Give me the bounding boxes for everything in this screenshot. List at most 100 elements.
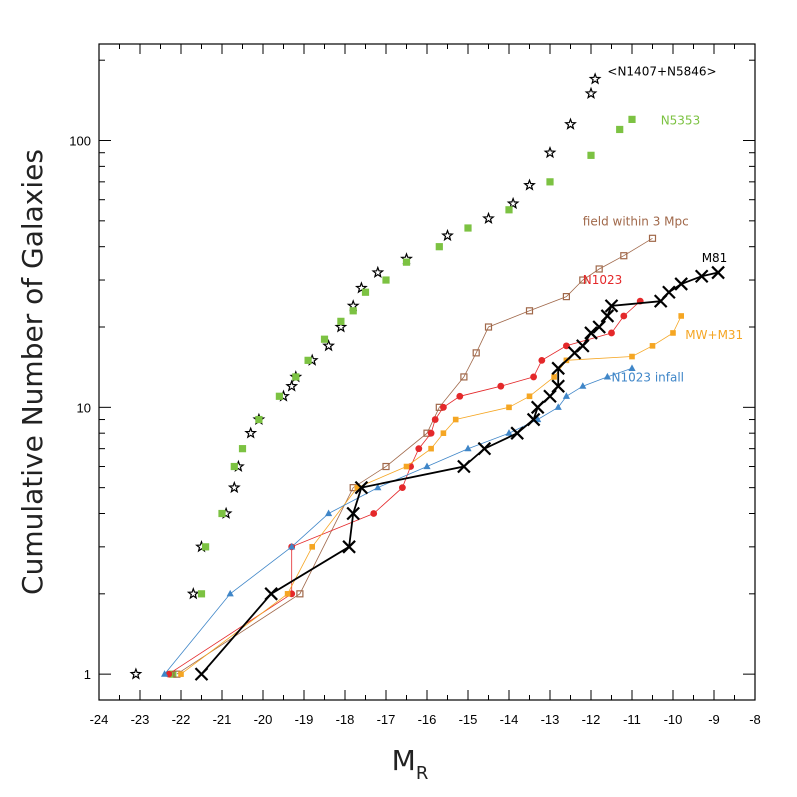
- data-point: [477, 441, 492, 456]
- x-tick-label: -23: [131, 712, 150, 727]
- data-point: [525, 307, 534, 315]
- data-point: [320, 335, 329, 343]
- data-point: [244, 426, 258, 439]
- data-point: [616, 125, 624, 134]
- data-point: [564, 117, 577, 130]
- x-tick-label: -14: [500, 712, 519, 727]
- data-point: [161, 670, 169, 677]
- data-point: [334, 320, 348, 333]
- data-point: [562, 293, 571, 301]
- data-point: [620, 252, 628, 260]
- data-point: [587, 151, 595, 159]
- x-tick-label: -11: [623, 712, 641, 727]
- data-point: [551, 379, 565, 393]
- series-label: <N1407+N5846>: [607, 65, 716, 79]
- data-point: [402, 258, 411, 266]
- x-tick-label: -8: [749, 712, 761, 727]
- data-point: [497, 382, 505, 390]
- data-point: [505, 206, 513, 214]
- data-point: [354, 480, 369, 495]
- data-point: [370, 510, 378, 517]
- series-5: [161, 364, 636, 677]
- data-point: [288, 542, 296, 550]
- data-point: [354, 484, 361, 491]
- data-point: [349, 307, 357, 315]
- x-tick-label: -9: [708, 712, 720, 727]
- data-point: [440, 430, 447, 436]
- data-point: [484, 323, 493, 331]
- data-point: [588, 72, 602, 85]
- data-point: [530, 400, 545, 415]
- data-point: [584, 86, 598, 100]
- data-point: [608, 329, 615, 337]
- data-point: [186, 587, 200, 600]
- data-point: [456, 392, 464, 400]
- data-point: [510, 426, 524, 440]
- x-tick-label: -16: [418, 712, 437, 727]
- data-point: [382, 462, 390, 471]
- data-point: [354, 281, 368, 294]
- x-tick-label: -15: [459, 712, 478, 727]
- series-label: N5353: [661, 113, 701, 127]
- data-point: [506, 196, 520, 210]
- data-point: [296, 590, 304, 598]
- series-3: [165, 297, 644, 678]
- data-point: [694, 269, 709, 284]
- data-point: [218, 509, 226, 518]
- data-point: [600, 309, 615, 323]
- axes: -24-23-22-21-20-19-18-17-16-15-14-13-12-…: [69, 44, 761, 727]
- series-line: [164, 367, 633, 675]
- data-point: [346, 506, 360, 521]
- data-point: [604, 299, 619, 313]
- data-point: [628, 115, 636, 123]
- y-tick-label: 1: [84, 667, 91, 682]
- data-point: [711, 265, 725, 280]
- x-axis-title-main: M: [392, 744, 416, 777]
- data-point: [304, 356, 312, 364]
- series-layer: [129, 72, 725, 681]
- data-point: [562, 392, 570, 399]
- data-point: [649, 343, 656, 349]
- y-tick-label: 100: [69, 134, 91, 149]
- labels-layer: <N1407+N5846> N5353 field within 3 MpcN102…: [583, 65, 743, 385]
- x-axis-title-sub: R: [416, 763, 429, 784]
- data-point: [226, 589, 234, 597]
- data-point: [620, 312, 628, 320]
- data-point: [325, 509, 333, 517]
- series-label: N1023 infall: [612, 370, 685, 384]
- data-point: [579, 382, 587, 389]
- data-point: [526, 412, 541, 427]
- data-point: [628, 364, 636, 371]
- data-point: [255, 415, 263, 424]
- data-point: [505, 429, 513, 436]
- data-point: [472, 349, 480, 357]
- data-point: [197, 590, 206, 598]
- x-tick-label: -13: [541, 712, 560, 727]
- data-point: [457, 459, 471, 474]
- data-point: [603, 372, 611, 380]
- data-point: [129, 667, 143, 680]
- series-4: [178, 313, 684, 677]
- x-tick-label: -10: [664, 712, 683, 727]
- series-line: [200, 271, 719, 675]
- data-point: [546, 178, 554, 186]
- data-point: [178, 671, 184, 677]
- series-label: field within 3 Mpc: [583, 215, 689, 229]
- data-point: [264, 587, 278, 601]
- x-tick-label: -18: [336, 712, 355, 727]
- series-label: M81: [702, 251, 728, 265]
- data-point: [554, 403, 562, 410]
- series-2: [173, 234, 657, 678]
- data-point: [337, 317, 345, 325]
- data-point: [629, 353, 635, 360]
- data-point: [382, 276, 390, 284]
- data-point: [576, 339, 590, 353]
- data-point: [584, 326, 598, 340]
- data-point: [506, 404, 512, 411]
- data-point: [423, 462, 431, 470]
- y-axis-title: Cumulative Number of Galaxies: [16, 149, 49, 595]
- data-point: [342, 540, 356, 554]
- series-1: [169, 115, 636, 678]
- y-tick-label: 10: [77, 400, 91, 415]
